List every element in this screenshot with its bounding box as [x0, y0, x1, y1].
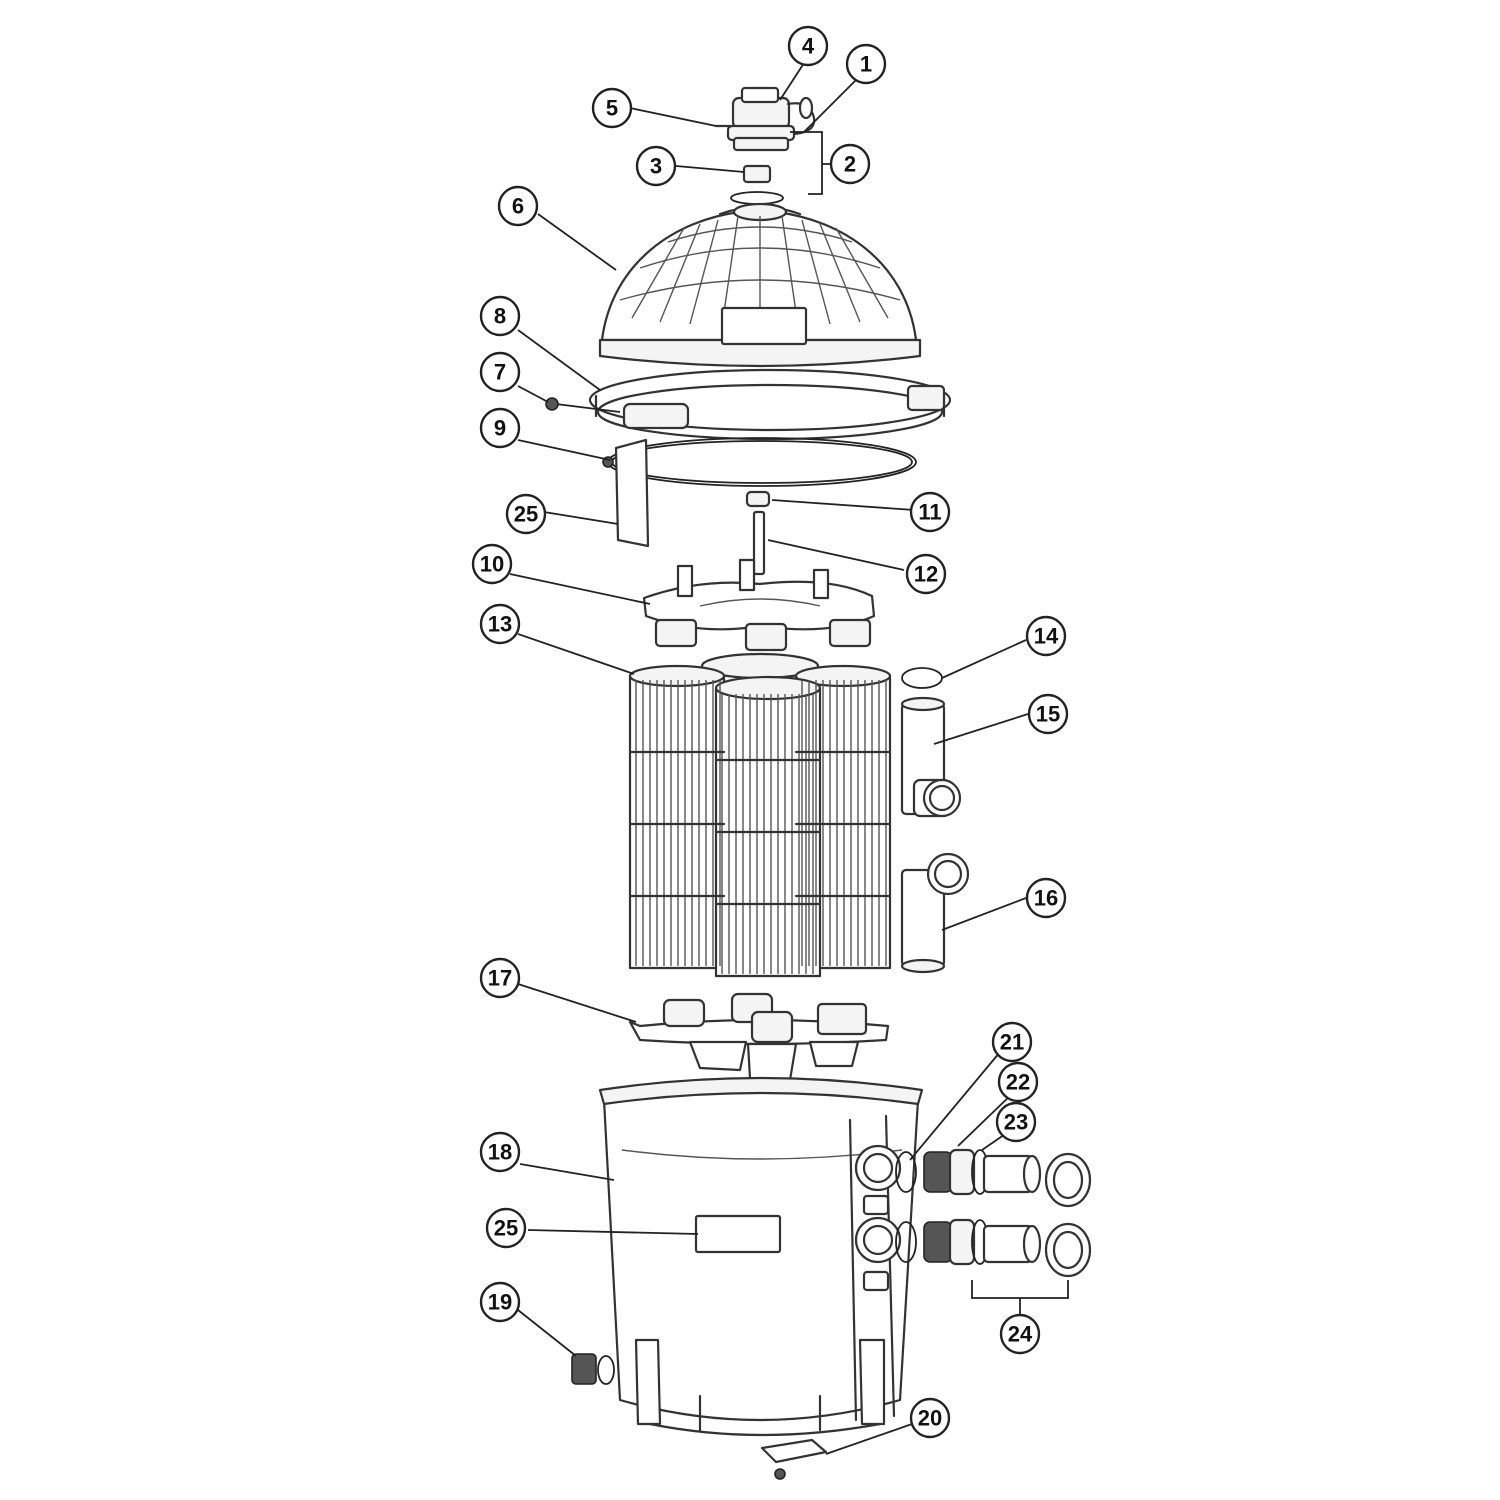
svg-text:11: 11: [918, 500, 941, 525]
svg-text:4: 4: [802, 34, 815, 59]
callout-5: 5: [591, 87, 633, 129]
callout-22: 22: [997, 1061, 1039, 1103]
svg-text:15: 15: [1036, 702, 1060, 727]
callout-6: 6: [497, 185, 539, 227]
callout-13: 13: [479, 603, 521, 645]
svg-text:17: 17: [488, 966, 512, 991]
callout-9: 9: [479, 407, 521, 449]
svg-text:19: 19: [488, 1290, 512, 1315]
svg-text:25: 25: [494, 1216, 518, 1241]
tank-lid: [598, 202, 922, 368]
svg-text:23: 23: [1004, 1110, 1028, 1135]
filter-cartridges: [628, 652, 892, 978]
upper-union-assembly: [895, 1148, 1092, 1208]
callout-17: 17: [479, 957, 521, 999]
tank-body: [598, 1076, 924, 1437]
leader-lines: [509, 59, 1069, 1455]
clamp-band: [588, 368, 952, 441]
part-14-oring: [901, 667, 943, 689]
svg-text:5: 5: [606, 96, 618, 121]
part-3-plug: [742, 164, 772, 184]
svg-text:10: 10: [480, 552, 504, 577]
callout-25-lower: 25: [485, 1207, 527, 1249]
callout-11: 11: [909, 491, 951, 533]
callout-25-upper: 25: [505, 493, 547, 535]
svg-text:12: 12: [914, 562, 938, 587]
callout-20: 20: [909, 1397, 951, 1439]
part-9-tank-oring: [602, 437, 917, 487]
svg-text:21: 21: [1000, 1030, 1024, 1055]
callout-4: 4: [787, 25, 829, 67]
callout-10: 10: [471, 543, 513, 585]
part-25-warning-tag: [614, 438, 650, 548]
upper-manifold: [642, 558, 876, 652]
callout-19: 19: [479, 1281, 521, 1323]
air-relief-valve-assembly: [714, 86, 816, 152]
callout-15: 15: [1027, 693, 1069, 735]
svg-text:25: 25: [514, 502, 538, 527]
svg-text:9: 9: [494, 416, 506, 441]
svg-text:13: 13: [488, 612, 512, 637]
part-11-cap: [745, 490, 771, 508]
callout-1: 1: [845, 43, 887, 85]
part-7-bolt: [545, 397, 621, 413]
svg-text:3: 3: [650, 154, 662, 179]
svg-text:8: 8: [494, 304, 506, 329]
svg-text:24: 24: [1008, 1322, 1033, 1347]
svg-text:1: 1: [860, 52, 872, 77]
part-20-bracket: [760, 1438, 828, 1480]
part-2-oring: [730, 191, 784, 205]
svg-text:7: 7: [494, 360, 506, 385]
callout-23: 23: [995, 1101, 1037, 1143]
callout-21: 21: [991, 1021, 1033, 1063]
lower-manifold: [628, 992, 890, 1082]
callout-12: 12: [905, 553, 947, 595]
callout-18: 18: [479, 1131, 521, 1173]
svg-text:18: 18: [488, 1140, 512, 1165]
part-19-drain-plug: [571, 1353, 615, 1385]
callout-2: 2: [829, 143, 871, 185]
svg-text:2: 2: [844, 152, 856, 177]
callout-24: 24: [999, 1313, 1041, 1355]
svg-text:20: 20: [918, 1406, 942, 1431]
callout-14: 14: [1025, 615, 1067, 657]
part-15-upper-elbow: [900, 696, 962, 818]
callout-16: 16: [1025, 877, 1067, 919]
svg-text:22: 22: [1006, 1070, 1030, 1095]
callout-8: 8: [479, 295, 521, 337]
svg-text:14: 14: [1034, 624, 1059, 649]
lower-union-assembly: [895, 1218, 1092, 1278]
svg-text:6: 6: [512, 194, 524, 219]
callout-labels: 1 2 3 4 5 6 7 8 9 10 11 12 13 14 15 16 1…: [471, 25, 1069, 1439]
svg-text:16: 16: [1034, 886, 1058, 911]
part-16-lower-elbow: [900, 852, 970, 974]
callout-7: 7: [479, 351, 521, 393]
callout-3: 3: [635, 145, 677, 187]
